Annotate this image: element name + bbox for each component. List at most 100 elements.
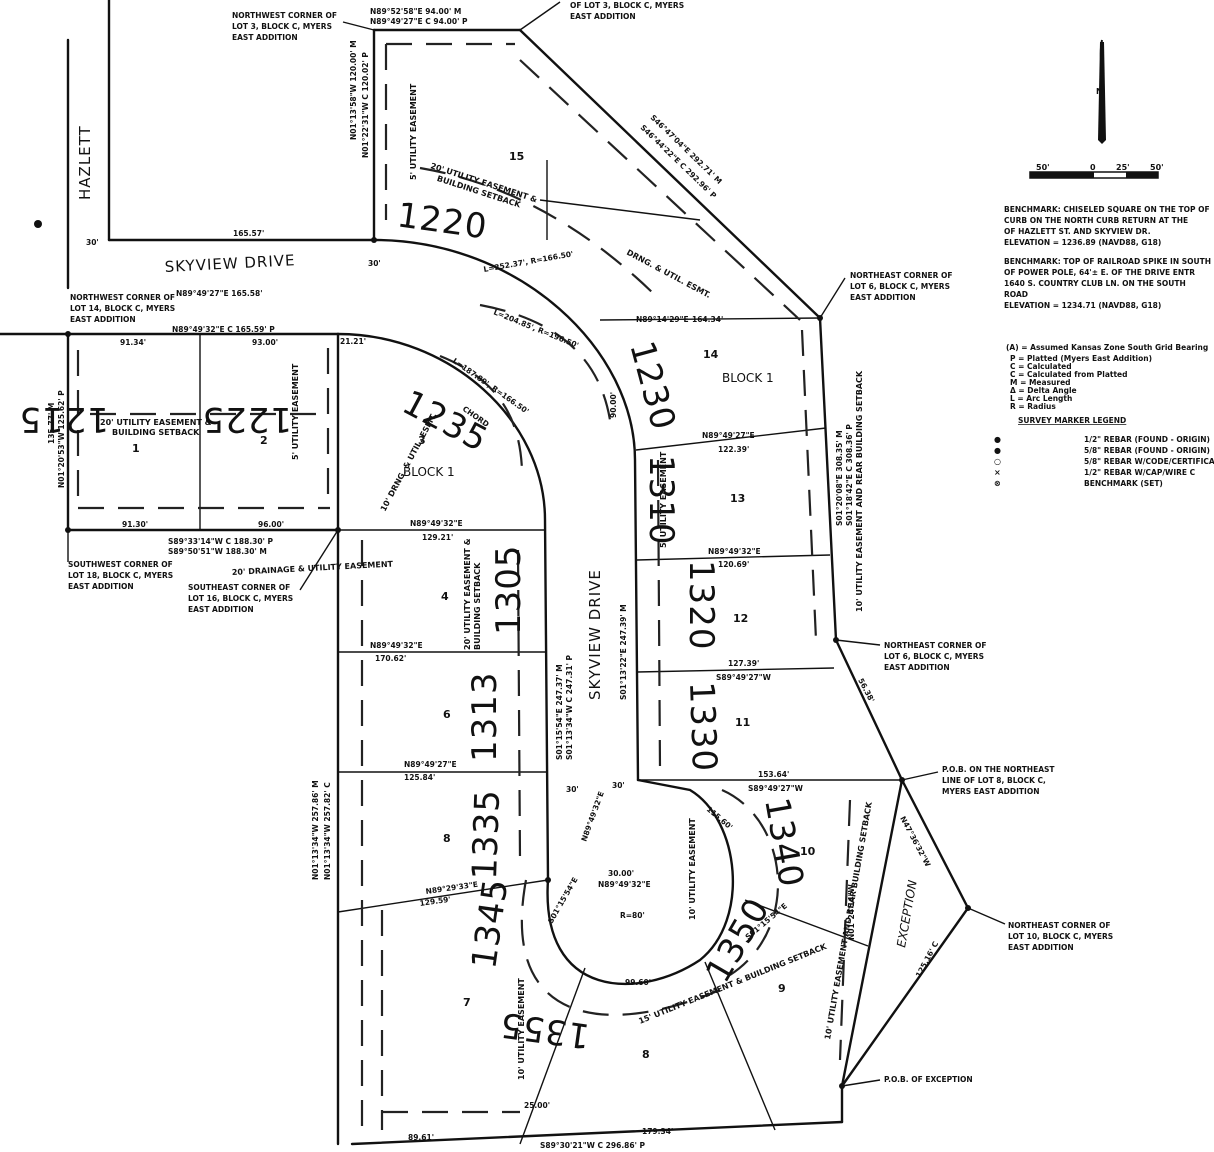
marker-symbol: ● ● ○ × ⊗ xyxy=(994,435,1004,488)
dimension: 30' xyxy=(86,238,99,247)
marker-descriptions: 1/2" REBAR (FOUND - ORIGIN) 5/8" REBAR (… xyxy=(1084,435,1214,488)
lot-number: 4 xyxy=(441,590,449,603)
survey-marker-legend: SURVEY MARKER LEGEND ● ● ○ × ⊗ 1/2" REBA… xyxy=(994,416,1214,488)
scale-bar: 50' 0 25' 50' xyxy=(1029,163,1164,179)
dimension: 99.60' xyxy=(625,978,651,987)
dimension: S89°30'21"W C 296.86' P xyxy=(540,1141,646,1150)
dimension: N89°49'32"E xyxy=(410,519,463,528)
lot-number: 7 xyxy=(463,996,471,1009)
address-label: 1345 xyxy=(464,876,516,971)
dimension: 153.64' xyxy=(758,770,789,779)
dimension: S89°50'51"W 188.30' M xyxy=(168,547,267,556)
dimension: L=252.37', R=166.50' xyxy=(483,249,574,274)
dimension: N01°13'34"W 257.86' M xyxy=(311,780,320,880)
dimension: S01°13'22"E 247.39' M xyxy=(619,604,628,700)
dimension: 30' xyxy=(566,785,579,794)
easement-label: 10' UTILITY EASEMENT xyxy=(688,818,697,920)
lot-number: 8 xyxy=(443,832,451,845)
easement-label: 10' DRNG. & UTIL. ESMT. xyxy=(379,411,439,513)
legend-bearings: (A) = Assumed Kansas Zone South Grid Bea… xyxy=(1006,343,1208,352)
address-label: 1330 xyxy=(681,681,724,773)
dimension: 30' xyxy=(368,259,381,268)
address-label: 1225 xyxy=(201,399,292,439)
easement-label: 20' UTILITY EASEMENT &BUILDING SETBACK xyxy=(100,418,212,437)
dimension: N01°24'14"W xyxy=(847,883,856,940)
dimension: 91.30' xyxy=(122,520,148,529)
address-label: 1335 xyxy=(465,788,508,880)
lot-number: 9 xyxy=(778,982,786,995)
address-label: 1215 xyxy=(18,399,109,439)
dimension: 30' xyxy=(612,781,625,790)
dimension: L=204.85', R=196.50' xyxy=(492,308,580,350)
dimension: N89°49'32"E xyxy=(708,547,761,556)
address-label: 1305 xyxy=(489,544,529,635)
lot-number: 1 xyxy=(132,442,140,455)
dimension: S01°15'54"E xyxy=(546,876,580,925)
dimension: N89°14'29"E xyxy=(636,315,689,324)
dimension: 21.21' xyxy=(340,337,366,346)
dimension: 129.21' xyxy=(422,533,453,542)
dimension: L=187.89', R=166.50' xyxy=(451,356,531,416)
dimension: 127.39' xyxy=(728,659,759,668)
dimension: S01°15'54"E 247.37' M xyxy=(555,664,564,760)
dimension: N01°20'53"W 125.62' P xyxy=(57,390,66,488)
dimension: N89°29'33"E xyxy=(425,880,478,896)
dimension: N89°52'58"E 94.00' M xyxy=(370,7,461,16)
easement-label: 5' UTILITY EASEMENT xyxy=(409,83,418,180)
scale-label: 25' xyxy=(1116,163,1130,172)
dimension: S89°33'14"W C 188.30' P xyxy=(168,537,274,546)
easement-label: DRNG. & UTIL. ESMT. xyxy=(625,248,712,300)
easement-label: 20' DRAINAGE & UTILITY EASEMENT xyxy=(232,560,394,577)
easement-label: 5' UTILITY EASEMENT xyxy=(291,363,300,460)
lot-number: 6 xyxy=(443,708,451,721)
dimension: R=80' xyxy=(620,911,645,920)
dimension: S89°49'27"W xyxy=(748,784,804,793)
dimension: 120.69' xyxy=(718,560,749,569)
handwritten-addresses: 1220 1215 1225 1235 1230 1310 1305 1320 … xyxy=(18,195,811,1056)
address-label: 1320 xyxy=(681,560,721,651)
dimension: 164.34' xyxy=(692,315,723,324)
dimension: N89°49'32"E C 165.59' P xyxy=(172,325,275,334)
dimension: 135.77' M xyxy=(47,403,56,444)
dimension: N89°49'32"E xyxy=(579,790,605,843)
dimension: 25.00' xyxy=(524,1101,550,1110)
survey-legend-title: SURVEY MARKER LEGEND xyxy=(1018,416,1126,425)
dimension: 129.59' xyxy=(419,895,451,908)
dimension: N01°22'31"W C 120.02' P xyxy=(361,52,370,158)
address-label: 1310 xyxy=(641,455,681,546)
dimension: 125.16' C xyxy=(914,940,941,979)
dimension: S01°20'08"E 308.35' M xyxy=(835,430,844,526)
dimension: 91.34' xyxy=(120,338,146,347)
dimension: 90.00' xyxy=(609,392,618,418)
lot-number: 12 xyxy=(733,612,748,625)
street-name-skyview-vertical: SKYVIEW DRIVE xyxy=(586,569,604,700)
lot-number: 10 xyxy=(800,845,816,858)
lot-number: 14 xyxy=(703,348,719,361)
dimension: N89°49'27"E C 94.00' P xyxy=(370,17,468,26)
scale-label: 50' xyxy=(1036,163,1050,172)
street-name-skyview: SKYVIEW DRIVE xyxy=(164,251,296,276)
dimension: S01°13'34"W C 247.31' P xyxy=(565,654,574,760)
callout-pob-exception: P.O.B. OF EXCEPTION xyxy=(884,1075,973,1084)
dimension: N47°36'32"W xyxy=(898,815,932,869)
lot-number: 3 xyxy=(418,434,426,447)
dimension: 30.00' xyxy=(608,869,634,878)
address-label: 1313 xyxy=(465,671,505,762)
lot-number: 13 xyxy=(730,492,745,505)
benchmark-notes: BENCHMARK: CHISELED SQUARE ON THE TOP OF… xyxy=(1004,205,1211,310)
easement-lines xyxy=(76,42,852,1130)
dimension: N89°49'32"E xyxy=(598,880,651,889)
north-arrow: N xyxy=(1096,39,1106,144)
easement-label: 10' UTILITY EASEMENT xyxy=(517,978,526,1080)
street-name-hazlett: HAZLETT xyxy=(76,125,94,200)
dimension: 89.61' xyxy=(408,1133,434,1142)
dimension: N89°49'32"E xyxy=(370,641,423,650)
